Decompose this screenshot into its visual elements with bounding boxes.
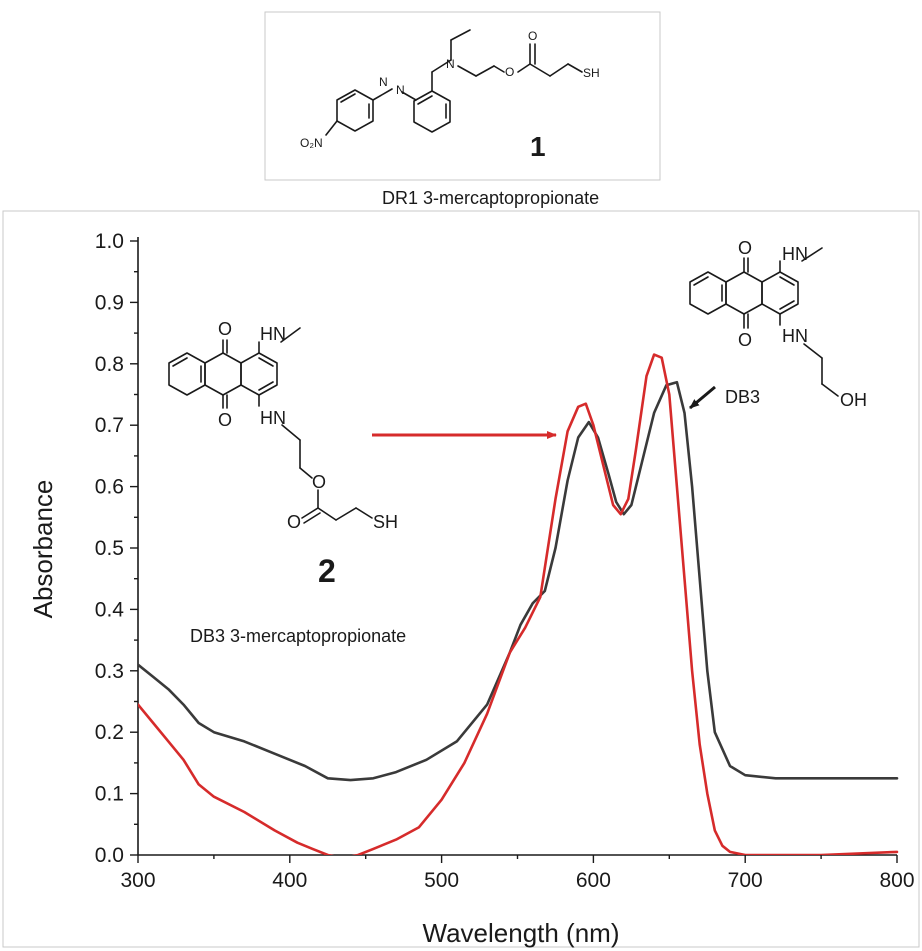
db3-hn-bottom: HN (782, 326, 808, 346)
thiol-sh-label-2: SH (373, 512, 398, 532)
y-tick-label: 0.8 (95, 353, 124, 376)
x-tick-label: 800 (879, 869, 914, 892)
db3-ester-hn-bottom: HN (260, 408, 286, 428)
x-tick-label: 700 (728, 869, 763, 892)
y-tick-label: 0.0 (95, 844, 124, 867)
x-tick-label: 400 (272, 869, 307, 892)
black-arrow (689, 385, 716, 410)
y-tick-label: 0.2 (95, 721, 124, 744)
compound-1-number: 1 (530, 131, 546, 162)
thiol-sh-label-1: SH (583, 66, 600, 80)
db3-ester-ketone-o-top: O (218, 319, 232, 339)
carbonyl-o-label: O (528, 29, 537, 43)
y-tick-label: 0.6 (95, 476, 124, 499)
db3-ester-carbonyl-o: O (287, 512, 301, 532)
amine-n-label: N (446, 57, 455, 71)
series-line-red (138, 353, 899, 855)
db3-oh-label: OH (840, 390, 867, 410)
y-tick-label: 0.7 (95, 414, 124, 437)
db3-structure: O O HN HN OH (689, 238, 867, 410)
x-tick-label: 500 (424, 869, 459, 892)
series-layer (138, 353, 899, 855)
y-tick-label: 0.5 (95, 537, 124, 560)
db3-hn-top: HN (782, 244, 808, 264)
x-tick-label: 300 (120, 869, 155, 892)
compound-2-structure: O O HN HN O O SH 2 (168, 319, 398, 589)
series-line-black (138, 380, 899, 782)
ester-o-label: O (505, 65, 514, 79)
y-tick-label: 0.3 (95, 660, 124, 683)
y-tick-label: 0.9 (95, 291, 124, 314)
chart-frame (2, 210, 920, 948)
x-tick-label: 600 (576, 869, 611, 892)
azo-n1-label: N (396, 83, 405, 97)
x-axis-title: Wavelength (nm) (423, 918, 620, 948)
y-tick-label: 0.1 (95, 783, 124, 806)
compound-2-name: DB3 3-mercaptopropionate (190, 626, 406, 646)
nitrophenyl-ring (336, 89, 374, 132)
chart-axes: 300 400 500 600 700 800 0.0 0.1 0.2 0.3 0.4 0.5 0.6 0… (95, 230, 915, 892)
structure-1-frame (264, 11, 661, 181)
y-tick-label: 0.4 (95, 598, 125, 621)
compound-1-name: DR1 3-mercaptopropionate (382, 188, 599, 208)
compound-2-number: 2 (318, 553, 336, 589)
compound-1-structure: N N N O O SH O₂N 1 (264, 11, 661, 181)
db3-ketone-o-bottom: O (738, 330, 752, 350)
db3-ketone-o-top: O (738, 238, 752, 258)
phenylene-ring (413, 90, 451, 133)
azo-n2-label: N (379, 75, 388, 89)
db3-label: DB3 (725, 387, 760, 407)
db3-ester-o-label: O (312, 472, 326, 492)
db3-ester-ketone-o-bottom: O (218, 410, 232, 430)
y-tick-label: 1.0 (95, 230, 124, 253)
nitro-label: O₂N (300, 136, 323, 150)
db3-ester-hn-top: HN (260, 324, 286, 344)
y-axis-title: Absorbance (28, 480, 58, 619)
